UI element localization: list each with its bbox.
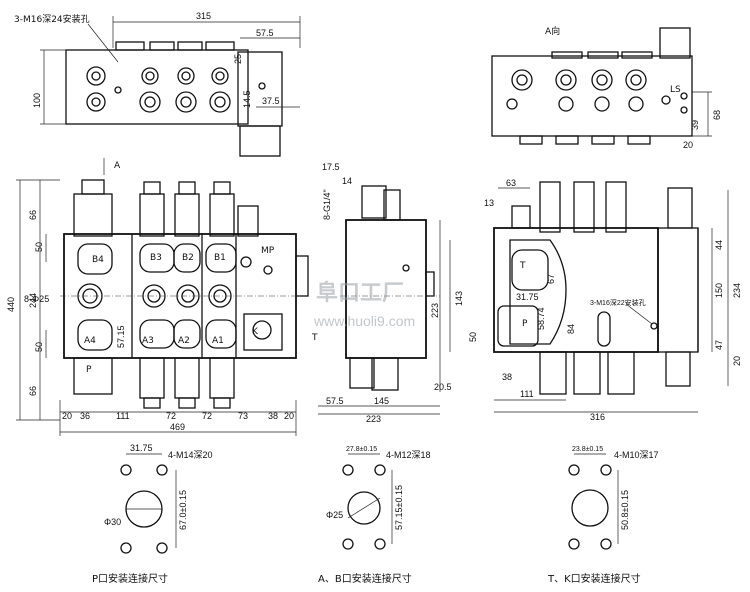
dim-145: 145: [374, 396, 389, 406]
dim-20-5: 20.5: [434, 382, 452, 392]
valve-body-a-view: [491, 55, 693, 137]
detail-ab-phi: Φ25: [326, 510, 343, 520]
port-p: P: [86, 365, 92, 375]
detail-ab-vdim: 57.15±0.15: [394, 485, 404, 530]
top-left-view: 3-M16深24安装孔 315 57.5 25: [14, 11, 301, 157]
detail-tk-caption: T、K口安装连接尺寸: [547, 572, 641, 585]
dim-38: 38: [268, 411, 278, 421]
front-view: A: [6, 158, 309, 436]
mounting-hole-note: 3-M16深24安装孔: [14, 13, 90, 25]
dim-14: 14: [342, 176, 352, 186]
side-view: 17.5 8-G1/4" 14 223 T 20.5 57.5 145 223: [311, 162, 452, 424]
detail-ab-port: 27.8±0.15 4-M12深18 57.15±0.15 Φ25 A、B口安装…: [318, 446, 431, 585]
dim-44-a: 44: [714, 240, 724, 250]
dim-50-right: 50: [468, 332, 478, 342]
dim-39: 39: [690, 120, 700, 130]
detail-p-thread: 4-M14深20: [168, 450, 213, 460]
dim-31-75: 31.75: [516, 292, 539, 302]
detail-p-phi: Φ30: [104, 517, 121, 527]
ports-top-left: [86, 66, 266, 113]
detail-tk-hdim: 23.8±0.15: [572, 446, 603, 453]
dim-20-r: 20: [284, 411, 294, 421]
detail-p-caption: P口安装连接尺寸: [92, 572, 168, 585]
dim-100: 100: [32, 93, 42, 108]
port-b1: B1: [214, 253, 226, 263]
detail-tk-thread: 4-M10深17: [614, 450, 659, 460]
dim-315: 315: [196, 11, 211, 21]
dim-37-5: 37.5: [262, 96, 280, 106]
watermark-url: www.huoli9.com: [313, 313, 415, 329]
dim-234: 234: [732, 283, 742, 298]
port-p-right: P: [522, 319, 528, 329]
detail-p-port: 31.75 4-M14深20 67.0±0.15 Φ30 P口安装连接尺寸: [92, 443, 213, 585]
port-a2: A2: [178, 336, 190, 346]
dim-20-l: 20: [62, 411, 72, 421]
detail-ab-caption: A、B口安装连接尺寸: [318, 572, 412, 585]
valve-body-top: [65, 49, 249, 125]
dim-57-15: 57.15: [116, 325, 126, 348]
dim-469: 469: [170, 422, 185, 432]
port-b3: B3: [150, 253, 162, 263]
ports-a-view: [506, 69, 688, 114]
dim-150: 150: [714, 283, 724, 298]
dim-8-phi25: 8-Φ25: [24, 294, 49, 304]
dim-38-right: 38: [502, 372, 512, 382]
right-view: P T 3-M16深22安装孔 63 13 67 143 50 58.74 84…: [449, 178, 742, 422]
port-k: K: [252, 327, 259, 337]
top-right-view: A向 LS 68 39 20: [491, 25, 722, 150]
dim-13: 13: [484, 198, 494, 208]
dim-73: 73: [238, 411, 248, 421]
view-a-title: A向: [545, 25, 560, 37]
arrow-a-label: A: [114, 161, 121, 171]
dim-316: 316: [590, 412, 605, 422]
watermark-cn: 阜口工厂: [316, 280, 404, 306]
dim-58-74: 58.74: [536, 307, 546, 330]
port-b4: B4: [92, 255, 104, 265]
dim-223-h: 223: [366, 414, 381, 424]
detail-ab-hdim: 27.8±0.15: [346, 446, 377, 453]
dim-67: 67: [546, 274, 556, 284]
dim-72-a: 72: [166, 411, 176, 421]
dim-66-top: 66: [28, 210, 38, 220]
dim-63: 63: [506, 178, 516, 188]
dim-20-a: 20: [683, 140, 693, 150]
dim-72-b: 72: [202, 411, 212, 421]
port-t-right: T: [519, 261, 526, 271]
dim-g14: 8-G1/4": [322, 189, 332, 220]
dim-68: 68: [712, 110, 722, 120]
dim-20-right: 20: [732, 356, 742, 366]
dim-36: 36: [80, 411, 90, 421]
dim-244: 244: [28, 293, 38, 308]
dim-143: 143: [454, 291, 464, 306]
port-a1: A1: [212, 336, 224, 346]
detail-p-vdim: 67.0±0.15: [178, 490, 188, 530]
detail-p-hdim: 31.75: [130, 443, 153, 453]
dim-57-5: 57.5: [256, 28, 274, 38]
dim-47: 47: [714, 340, 724, 350]
dim-111-right: 111: [520, 389, 534, 399]
detail-tk-vdim: 50.8±0.15: [620, 490, 630, 530]
ls-port-label: LS: [670, 85, 681, 95]
dim-440: 440: [6, 297, 16, 312]
mounting-hole-note-right: 3-M16深22安装孔: [590, 298, 646, 307]
dim-84: 84: [566, 324, 576, 334]
detail-tk-port: 23.8±0.15 4-M10深17 50.8±0.15 T、K口安装连接尺寸: [547, 446, 659, 585]
port-a3: A3: [142, 336, 154, 346]
port-a4: A4: [84, 336, 96, 346]
dim-14-5: 14.5: [242, 90, 252, 108]
mp-label: MP: [261, 246, 275, 256]
port-b2: B2: [182, 253, 194, 263]
detail-ab-thread: 4-M12深18: [386, 450, 431, 460]
t-label-side: T: [311, 333, 318, 343]
dim-111: 111: [116, 411, 130, 421]
dim-50-b: 50: [34, 342, 44, 352]
dim-223-v: 223: [430, 303, 440, 318]
dim-17-5: 17.5: [322, 162, 340, 172]
dim-57-5-side: 57.5: [326, 396, 344, 406]
dim-66-bottom: 66: [28, 386, 38, 396]
dim-50-a: 50: [34, 242, 44, 252]
